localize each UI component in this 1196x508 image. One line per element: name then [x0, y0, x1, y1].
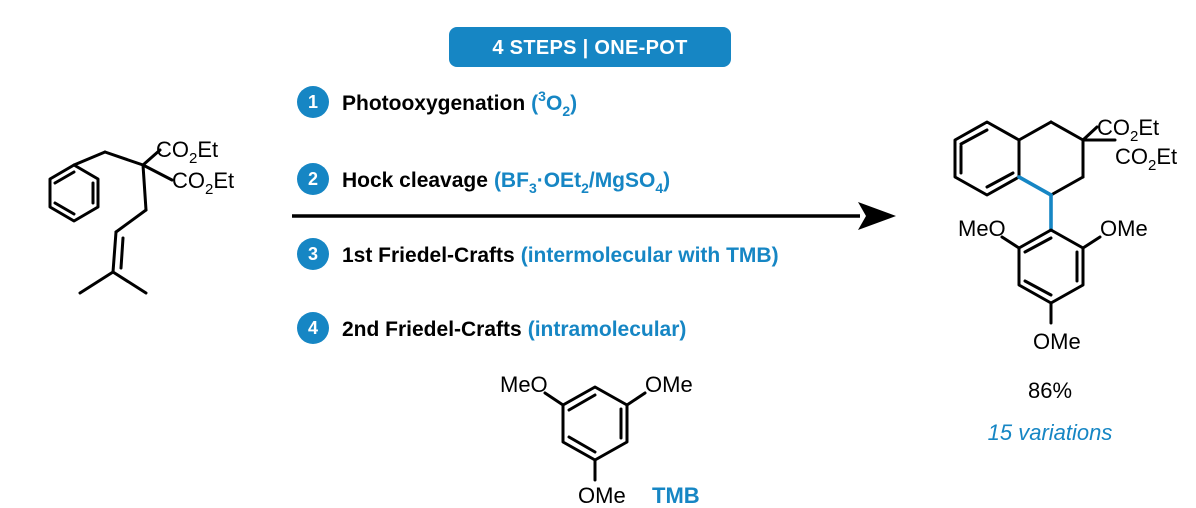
product-new-bond-intramolecular: [1017, 175, 1053, 197]
step-number: 4: [308, 318, 318, 338]
sm-bond: [72, 150, 107, 167]
title-badge-background: [449, 27, 731, 67]
product-methoxy-bond: [1081, 235, 1102, 250]
product-bond: [1017, 120, 1053, 142]
step-2: 2 Hock cleavage(BF3·OEt2/MgSO4): [297, 163, 670, 196]
step-number-badge: [297, 312, 329, 344]
step-number: 1: [308, 92, 318, 112]
step-label: 1st Friedel-Crafts(intermolecular with T…: [342, 244, 779, 267]
tmb-ring-double-bond: [567, 435, 597, 454]
product-ring-double-bond: [985, 171, 1015, 189]
product-bond: [1049, 120, 1085, 142]
product-ome-bottom: OMe: [1033, 329, 1081, 354]
title-text: 4 STEPS | ONE-POT: [492, 37, 687, 59]
product-ome-right: OMe: [1100, 216, 1148, 241]
sm-benzene-ring: [48, 163, 100, 223]
step-label: Hock cleavage(BF3·OEt2/MgSO4): [342, 169, 670, 196]
title-badge: 4 STEPS | ONE-POT: [449, 27, 731, 67]
tmb-name: TMB: [652, 483, 700, 508]
step-label: Photooxygenation(3O2): [342, 88, 577, 119]
sm-bond: [141, 163, 174, 182]
step-number: 2: [308, 169, 318, 189]
product-ester-label-1: CO2Et: [1097, 115, 1159, 145]
sm-double-bond: [119, 236, 125, 270]
step-number-badge: [297, 238, 329, 270]
sm-bond: [103, 150, 145, 167]
sm-double-bond: [111, 230, 118, 274]
tmb-benzene-ring: [561, 385, 629, 462]
product-bond: [1049, 175, 1085, 197]
product-aryl-ring: [1017, 228, 1085, 305]
sm-bond: [114, 208, 148, 234]
product: CO2Et CO2Et MeO OMe OMe 86% 15 variation…: [953, 115, 1177, 445]
step-label: 2nd Friedel-Crafts(intramolecular): [342, 318, 686, 341]
tmb-methoxy-bond: [625, 391, 647, 407]
step-4: 4 2nd Friedel-Crafts(intramolecular): [297, 312, 686, 344]
product-aryl-double-bond: [1023, 236, 1053, 254]
tmb-reagent: MeO OMe OMe TMB: [500, 372, 700, 508]
sm-ester-label-2: CO2Et: [172, 168, 234, 198]
product-ring-double-bond: [959, 128, 989, 146]
sm-bond: [141, 148, 162, 167]
tmb-ome-right: OMe: [645, 372, 693, 397]
sm-ring-double-bond: [53, 170, 76, 185]
step-number-badge: [297, 163, 329, 195]
step-number: 3: [308, 244, 318, 264]
product-benzo-ring: [953, 120, 1021, 197]
tmb-methoxy-bond: [543, 391, 565, 407]
tmb-ome-left: MeO: [500, 372, 548, 397]
product-ester-bond: [1081, 125, 1099, 142]
tmb-ome-bottom: OMe: [578, 483, 626, 508]
product-variations: 15 variations: [988, 420, 1113, 445]
tmb-ring-double-bond: [567, 393, 597, 412]
product-aryl-double-bond: [1023, 279, 1053, 297]
sm-methyl: [78, 270, 115, 295]
sm-ester-label-1: CO2Et: [156, 137, 218, 167]
product-methoxy-bond: [1000, 235, 1021, 250]
sm-bond: [141, 163, 148, 212]
product-ester-label-2: CO2Et: [1115, 144, 1177, 174]
reaction-arrow: [292, 202, 896, 230]
step-number-badge: [297, 86, 329, 118]
starting-material: CO2Et CO2Et: [48, 137, 234, 295]
sm-ring-double-bond: [53, 201, 76, 216]
product-ome-left: MeO: [958, 216, 1006, 241]
product-yield: 86%: [1028, 378, 1072, 403]
sm-methyl: [111, 270, 148, 295]
arrow-head: [858, 202, 896, 230]
step-1: 1 Photooxygenation(3O2): [297, 86, 577, 119]
step-3: 3 1st Friedel-Crafts(intermolecular with…: [297, 238, 779, 270]
